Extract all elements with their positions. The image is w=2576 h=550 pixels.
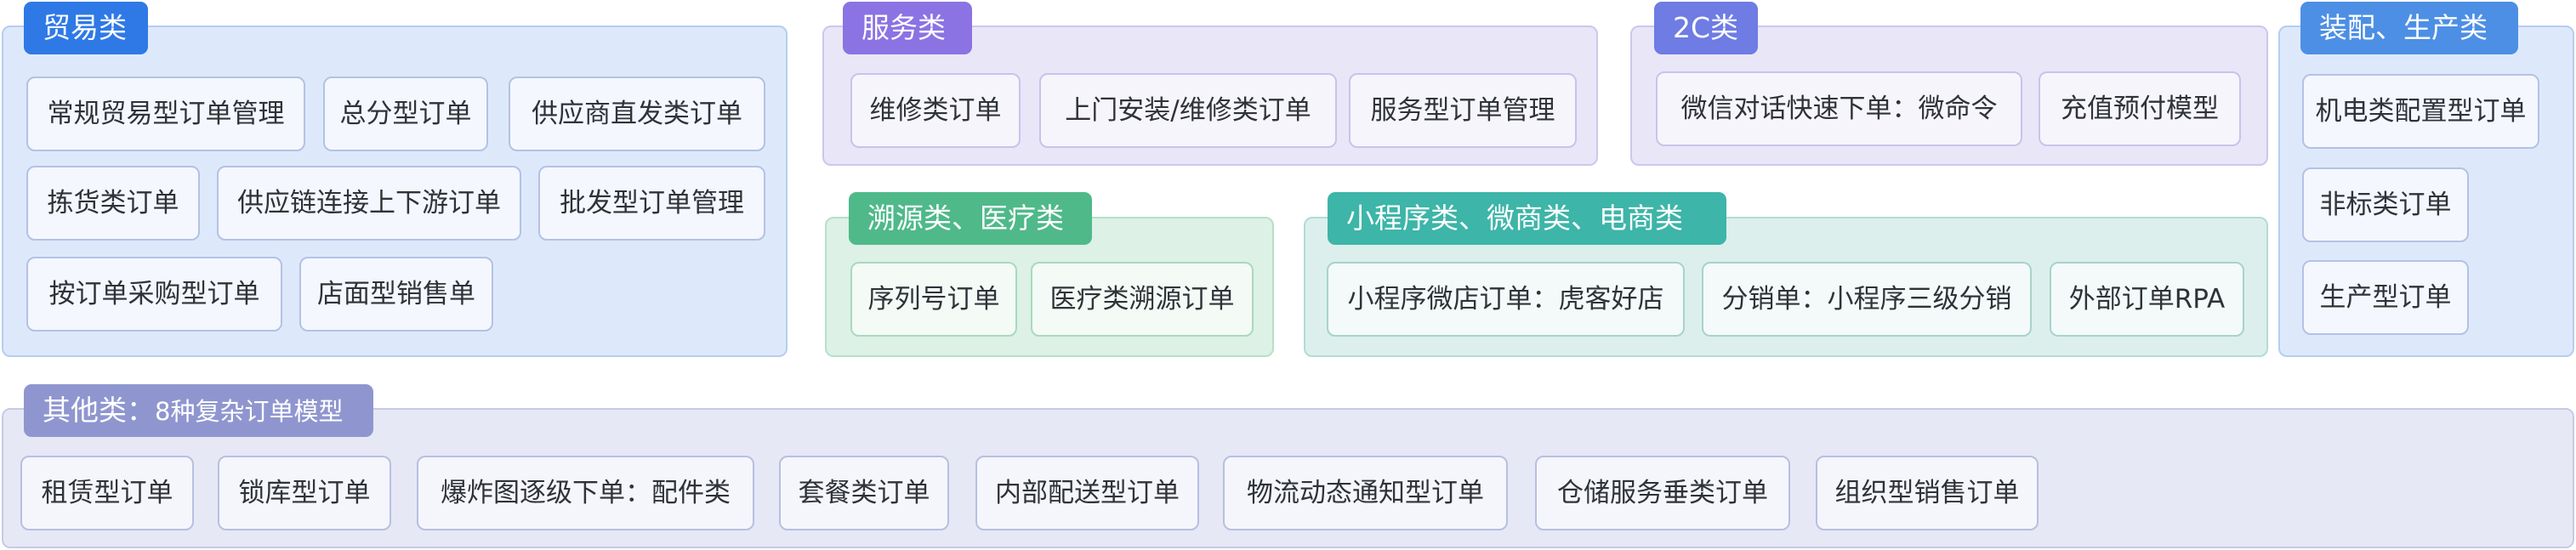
group-other: 租赁型订单 锁库型订单 爆炸图逐级下单：配件类 套餐类订单 内部配送型订单 物流… [2, 408, 2574, 548]
order-type-item[interactable]: 锁库型订单 [218, 456, 391, 530]
order-type-item[interactable]: 分销单：小程序三级分销 [1702, 262, 2032, 337]
group-trade: 常规贸易型订单管理 总分型订单 供应商直发类订单 拣货类订单 供应链连接上下游订… [2, 26, 788, 357]
group-mini-program: 小程序微店订单：虎客好店 分销单：小程序三级分销 外部订单RPA [1304, 217, 2268, 357]
order-type-item[interactable]: 充值预付模型 [2039, 71, 2241, 146]
order-type-item[interactable]: 租赁型订单 [20, 456, 194, 530]
group-title-trace: 溯源类、医疗类 [849, 192, 1092, 245]
order-type-item[interactable]: 批发型订单管理 [538, 166, 765, 241]
order-type-item[interactable]: 总分型订单 [323, 77, 488, 151]
group-title-assembly: 装配、生产类 [2300, 2, 2518, 54]
group-title-other: 其他类：8种复杂订单模型 [24, 384, 373, 437]
order-type-item[interactable]: 服务型订单管理 [1349, 73, 1577, 148]
order-type-item[interactable]: 供应商直发类订单 [509, 77, 765, 151]
order-type-item[interactable]: 常规贸易型订单管理 [26, 77, 305, 151]
group-title-trade: 贸易类 [24, 2, 148, 54]
order-type-item[interactable]: 仓储服务垂类订单 [1535, 456, 1790, 530]
order-type-item[interactable]: 小程序微店订单：虎客好店 [1327, 262, 1685, 337]
group-title-2c: 2C类 [1654, 2, 1758, 54]
order-type-item[interactable]: 套餐类订单 [779, 456, 949, 530]
order-type-item[interactable]: 上门安装/维修类订单 [1039, 73, 1337, 148]
group-assembly: 机电类配置型订单 非标类订单 生产型订单 [2278, 26, 2574, 357]
order-type-item[interactable]: 外部订单RPA [2050, 262, 2244, 337]
order-type-item[interactable]: 供应链连接上下游订单 [217, 166, 521, 241]
order-type-item[interactable]: 物流动态通知型订单 [1223, 456, 1508, 530]
order-type-item[interactable]: 内部配送型订单 [975, 456, 1199, 530]
group-service: 维修类订单 上门安装/维修类订单 服务型订单管理 [822, 26, 1598, 166]
order-type-item[interactable]: 微信对话快速下单：微命令 [1656, 71, 2022, 146]
order-type-item[interactable]: 店面型销售单 [299, 257, 493, 332]
order-type-item[interactable]: 拣货类订单 [26, 166, 200, 241]
order-type-item[interactable]: 爆炸图逐级下单：配件类 [417, 456, 754, 530]
group-title-other-label: 其他类： [43, 394, 155, 427]
order-type-item[interactable]: 生产型订单 [2302, 260, 2469, 335]
order-type-item[interactable]: 按订单采购型订单 [26, 257, 282, 332]
group-title-mini-program: 小程序类、微商类、电商类 [1328, 192, 1726, 245]
group-title-service: 服务类 [843, 2, 972, 54]
order-type-item[interactable]: 序列号订单 [850, 262, 1017, 337]
order-type-item[interactable]: 医疗类溯源订单 [1031, 262, 1254, 337]
group-title-other-subtitle: 8种复杂订单模型 [155, 397, 344, 426]
order-type-item[interactable]: 非标类订单 [2302, 167, 2469, 242]
order-type-item[interactable]: 维修类订单 [850, 73, 1021, 148]
order-type-item[interactable]: 组织型销售订单 [1816, 456, 2039, 530]
order-type-item[interactable]: 机电类配置型订单 [2302, 74, 2539, 149]
